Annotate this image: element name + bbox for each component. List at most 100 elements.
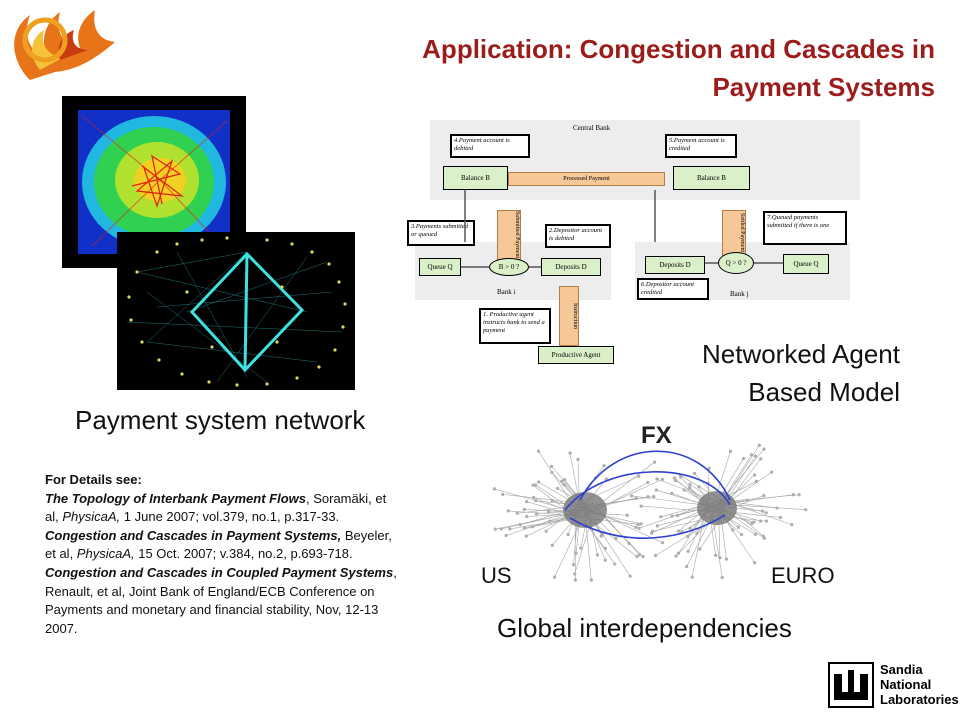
network-heatmap-image bbox=[62, 96, 246, 268]
global-caption: Global interdependencies bbox=[497, 613, 792, 643]
network-node bbox=[534, 512, 539, 516]
network-node bbox=[750, 522, 754, 526]
ref-2-title: Congestion and Cascades in Payment Syste… bbox=[45, 527, 342, 543]
abm-caption-line-1: Networked Agent bbox=[701, 339, 900, 369]
box-6-depositor-credited: 6.Depositor account credited bbox=[637, 278, 709, 300]
box-5-payment-credited: 5.Payment account is credited bbox=[665, 134, 737, 158]
network-node bbox=[670, 491, 674, 495]
network-node bbox=[762, 447, 766, 451]
network-node bbox=[525, 500, 529, 504]
network-node bbox=[625, 513, 629, 517]
network-node bbox=[652, 494, 656, 499]
network-node bbox=[753, 454, 757, 458]
network-node bbox=[660, 541, 665, 545]
network-node bbox=[646, 480, 650, 485]
network-node bbox=[504, 533, 508, 538]
network-node bbox=[602, 463, 606, 468]
condition-i-oval: B > 0 ? bbox=[489, 258, 529, 276]
network-node bbox=[536, 449, 541, 453]
deposits-i-box: Deposits D bbox=[541, 258, 601, 276]
sandia-line-1: Sandia bbox=[880, 662, 923, 677]
box-3-payments-submitted: 3.Payments submitted or queued bbox=[407, 220, 475, 246]
network-node bbox=[741, 456, 746, 461]
network-node bbox=[595, 553, 600, 557]
ref-3-details: , Renault, et al, Joint Bank of England/… bbox=[45, 564, 397, 636]
network-node bbox=[506, 509, 510, 513]
network-node bbox=[676, 529, 681, 533]
balance-bi-box: Balance B bbox=[443, 166, 508, 190]
condition-j-oval: Q > 0 ? bbox=[718, 252, 754, 274]
network-node bbox=[531, 483, 535, 487]
network-spoke bbox=[726, 501, 792, 525]
network-node bbox=[653, 553, 658, 558]
euro-label: EURO bbox=[771, 563, 835, 588]
references-heading: For Details see: bbox=[45, 472, 142, 487]
network-node bbox=[637, 526, 641, 530]
network-node bbox=[660, 477, 665, 481]
network-node bbox=[697, 485, 701, 489]
network-node bbox=[762, 494, 766, 498]
bank-j-label: Bank j bbox=[730, 290, 749, 298]
sandia-logo: Sandia National Laboratories bbox=[828, 660, 959, 712]
network-node bbox=[778, 515, 782, 520]
network-topology-image bbox=[117, 232, 355, 390]
network-node bbox=[634, 525, 638, 529]
network-node bbox=[724, 557, 729, 561]
network-node bbox=[688, 482, 692, 486]
network-node bbox=[522, 507, 526, 511]
title-line-1: Application: Congestion and Cascades in bbox=[422, 34, 935, 64]
network-node bbox=[508, 527, 512, 531]
ref-2-journal: PhysicaA, bbox=[76, 546, 135, 562]
network-node bbox=[752, 561, 757, 565]
network-node bbox=[749, 453, 754, 457]
network-node bbox=[566, 532, 570, 537]
network-node bbox=[764, 519, 769, 523]
queue-i-box: Queue Q bbox=[419, 258, 461, 276]
ref-2-details: 15 Oct. 2007; v.384, no.2, p.693-718. bbox=[134, 546, 353, 562]
network-node bbox=[574, 551, 578, 556]
title-line-2: Payment Systems bbox=[712, 72, 935, 102]
network-node bbox=[576, 457, 580, 462]
network-node bbox=[501, 492, 505, 496]
references-block: For Details see: The Topology of Interba… bbox=[45, 471, 400, 638]
network-node bbox=[560, 479, 564, 483]
network-node bbox=[752, 473, 757, 477]
network-node bbox=[552, 575, 557, 579]
network-node bbox=[686, 549, 690, 553]
network-node bbox=[603, 558, 607, 562]
submitted-payment-arrow: Submitted Payment bbox=[497, 210, 521, 260]
network-node bbox=[549, 464, 553, 468]
bank-i-label: Bank i bbox=[497, 288, 516, 296]
network-node bbox=[659, 515, 663, 519]
ref-1-authors: Soramäki, et al, bbox=[45, 490, 387, 525]
network-node bbox=[641, 554, 645, 559]
network-node bbox=[790, 523, 794, 527]
network-node bbox=[534, 499, 538, 503]
ref-1-sep: , bbox=[305, 490, 314, 506]
network-node bbox=[698, 547, 702, 551]
network-node bbox=[654, 488, 658, 492]
network-node bbox=[630, 494, 634, 498]
instruction-arrow: Instruction bbox=[559, 286, 579, 346]
sandia-thunderbird-icon bbox=[828, 662, 874, 708]
balance-bj-box: Balance B bbox=[673, 166, 750, 190]
network-node bbox=[550, 470, 554, 475]
processed-payment-arrow: Processed Payment bbox=[508, 172, 665, 186]
network-node bbox=[758, 519, 763, 523]
network-caption: Payment system network bbox=[75, 405, 366, 435]
network-node bbox=[635, 554, 639, 559]
page-title: Application: Congestion and Cascades in … bbox=[250, 30, 935, 106]
ref-1-details: 1 June 2007; vol.379, no.1, p.317-33. bbox=[120, 509, 340, 525]
network-node bbox=[524, 534, 528, 538]
network-node bbox=[720, 575, 724, 580]
network-node bbox=[628, 574, 632, 578]
network-node bbox=[650, 531, 654, 535]
network-node bbox=[761, 509, 765, 513]
network-node bbox=[736, 525, 741, 529]
network-node bbox=[537, 480, 541, 484]
network-node bbox=[573, 572, 577, 576]
network-node bbox=[548, 519, 552, 523]
network-node bbox=[639, 504, 643, 508]
network-node bbox=[492, 487, 496, 491]
network-node bbox=[600, 533, 604, 537]
